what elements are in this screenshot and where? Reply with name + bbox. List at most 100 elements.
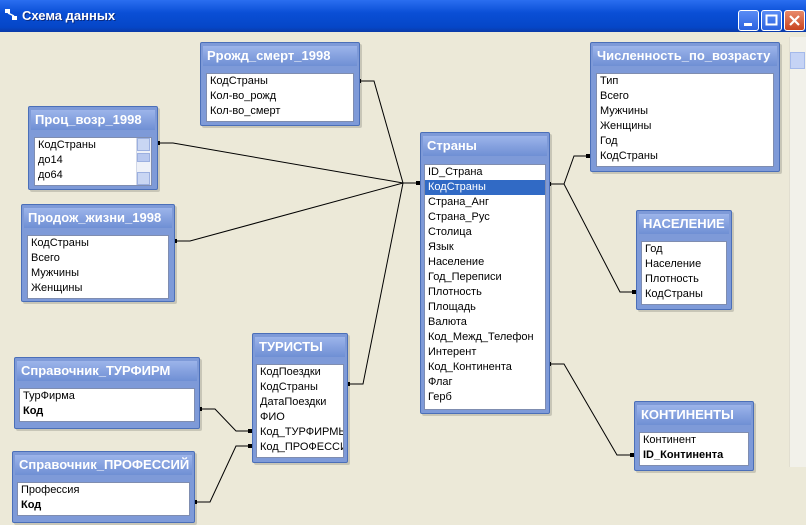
table-strany[interactable]: Страны ID_Страна КодСтраны Страна_Анг Ст… [420, 132, 550, 414]
field-item[interactable]: КодСтраны [210, 75, 268, 87]
relation-line [547, 155, 590, 185]
table-title[interactable]: Проц_возр_1998 [31, 110, 155, 130]
field-item[interactable]: Плотность [428, 286, 482, 298]
field-item[interactable]: КодПоездки [260, 366, 321, 378]
relation-line [357, 80, 420, 184]
table-title[interactable]: Продож_жизни_1998 [24, 208, 172, 228]
field-item[interactable]: Код_ПРОФЕССИ [260, 441, 344, 453]
field-list[interactable]: КодСтраны Кол-во_рожд Кол-во_смерт [206, 73, 354, 122]
field-item[interactable]: Континент [643, 434, 697, 446]
field-item[interactable]: Код_ТУРФИРМЫ [260, 426, 344, 438]
field-item-key[interactable]: ID_Континента [643, 449, 724, 461]
field-item[interactable]: ID_Страна [428, 166, 483, 178]
field-item[interactable]: Всего [600, 90, 629, 102]
field-list[interactable]: КодПоездки КодСтраны ДатаПоездки ФИО Код… [256, 364, 344, 458]
close-icon [789, 15, 800, 26]
field-item[interactable]: КодСтраны [31, 237, 89, 249]
field-item[interactable]: Кол-во_рожд [210, 90, 277, 102]
field-item-key[interactable]: Код [23, 405, 44, 417]
field-list[interactable]: КодСтраны Всего Мужчины Женщины [27, 235, 169, 299]
table-chislennost[interactable]: Численность_по_возрасту Тип Всего Мужчин… [590, 42, 780, 172]
field-item[interactable]: Интерент [428, 346, 477, 358]
field-item[interactable]: Валюта [428, 316, 467, 328]
field-item[interactable]: Мужчины [600, 105, 649, 117]
field-item[interactable]: Население [428, 256, 485, 268]
field-item[interactable]: ДатаПоездки [260, 396, 327, 408]
field-item[interactable]: Год [645, 243, 663, 255]
minimize-button[interactable] [738, 10, 759, 31]
field-item[interactable]: до14 [38, 154, 63, 166]
table-title[interactable]: Ррожд_смерт_1998 [203, 46, 357, 66]
minimize-icon [744, 23, 752, 26]
field-item-key[interactable]: Код [21, 499, 42, 511]
field-item[interactable]: Тип [600, 75, 619, 87]
field-item[interactable]: Код_Континента [428, 361, 512, 373]
table-rozhd-smert[interactable]: Ррожд_смерт_1998 КодСтраны Кол-во_рожд К… [200, 42, 360, 126]
table-title[interactable]: ТУРИСТЫ [255, 337, 345, 357]
field-list[interactable]: Профессия Код [17, 482, 190, 516]
field-item[interactable]: Флаг [428, 376, 453, 388]
scroll-up-button[interactable] [790, 52, 805, 69]
table-title[interactable]: НАСЕЛЕНИЕ [639, 214, 729, 234]
table-title[interactable]: Численность_по_возрасту [593, 46, 777, 66]
relation-line [198, 408, 252, 432]
scroll-down-arrow-icon[interactable] [137, 172, 150, 185]
vertical-scrollbar[interactable] [789, 37, 806, 467]
relation-line [346, 182, 420, 385]
field-item[interactable]: Население [645, 258, 702, 270]
scroll-up-arrow-icon[interactable] [137, 138, 150, 151]
field-item[interactable]: Страна_Рус [428, 211, 490, 223]
field-item[interactable]: Кол-во_смерт [210, 105, 281, 117]
field-list[interactable]: Год Население Плотность КодСтраны [641, 241, 727, 305]
field-item[interactable]: Герб [428, 391, 452, 403]
field-item[interactable]: Мужчины [31, 267, 80, 279]
field-item[interactable]: Женщины [31, 282, 83, 294]
field-item[interactable]: Женщины [600, 120, 652, 132]
close-button[interactable] [784, 10, 805, 31]
relation-line [547, 183, 636, 293]
field-item[interactable]: до64 [38, 169, 63, 181]
relation-line [547, 363, 634, 456]
table-kontinenty[interactable]: КОНТИНЕНТЫ Континент ID_Континента [634, 401, 754, 471]
field-item[interactable]: Язык [428, 241, 454, 253]
field-item[interactable]: Столица [428, 226, 472, 238]
field-item[interactable]: Страна_Анг [428, 196, 489, 208]
field-item[interactable]: Плотность [645, 273, 699, 285]
scroll-thumb[interactable] [137, 153, 150, 162]
table-title[interactable]: КОНТИНЕНТЫ [637, 405, 751, 425]
title-bar[interactable]: Схема данных [0, 0, 806, 32]
table-title[interactable]: Страны [423, 136, 547, 156]
table-turisty[interactable]: ТУРИСТЫ КодПоездки КодСтраны ДатаПоездки… [252, 333, 348, 463]
table-naselenie[interactable]: НАСЕЛЕНИЕ Год Население Плотность КодСтр… [636, 210, 732, 310]
table-prod-zhizni[interactable]: Продож_жизни_1998 КодСтраны Всего Мужчин… [21, 204, 175, 302]
field-item[interactable]: ФИО [260, 411, 285, 423]
table-spravochnik-turfirm[interactable]: Справочник_ТУРФИРМ ТурФирма Код [14, 357, 200, 429]
relation-line [156, 142, 420, 184]
field-item[interactable]: КодСтраны [645, 288, 703, 300]
field-list[interactable]: Тип Всего Мужчины Женщины Год КодСтраны [596, 73, 774, 167]
field-item[interactable]: Профессия [21, 484, 80, 496]
field-list[interactable]: Континент ID_Континента [639, 432, 749, 466]
field-item-selected[interactable]: КодСтраны [425, 180, 545, 195]
field-list[interactable]: ID_Страна КодСтраны Страна_Анг Страна_Ру… [424, 164, 546, 410]
field-item[interactable]: Всего [31, 252, 60, 264]
field-item[interactable]: ТурФирма [23, 390, 75, 402]
field-item[interactable]: Площадь [428, 301, 476, 313]
field-item[interactable]: Год [600, 135, 618, 147]
relation-line [193, 445, 252, 503]
table-proc-vozr[interactable]: Проц_возр_1998 КодСтраны до14 до64 [28, 106, 158, 190]
field-item[interactable]: КодСтраны [260, 381, 318, 393]
maximize-icon [765, 14, 778, 26]
field-item[interactable]: Код_Межд_Телефон [428, 331, 534, 343]
field-list-scrollbar[interactable] [136, 138, 151, 185]
field-item[interactable]: КодСтраны [38, 139, 96, 151]
table-title[interactable]: Справочник_ПРОФЕССИЙ [15, 455, 192, 475]
maximize-button[interactable] [761, 10, 782, 31]
table-spravochnik-professiy[interactable]: Справочник_ПРОФЕССИЙ Профессия Код [12, 451, 195, 523]
field-item[interactable]: КодСтраны [600, 150, 658, 162]
field-list[interactable]: КодСтраны до14 до64 [34, 137, 152, 186]
field-item[interactable]: Год_Переписи [428, 271, 502, 283]
field-list[interactable]: ТурФирма Код [19, 388, 195, 422]
table-title[interactable]: Справочник_ТУРФИРМ [17, 361, 197, 381]
